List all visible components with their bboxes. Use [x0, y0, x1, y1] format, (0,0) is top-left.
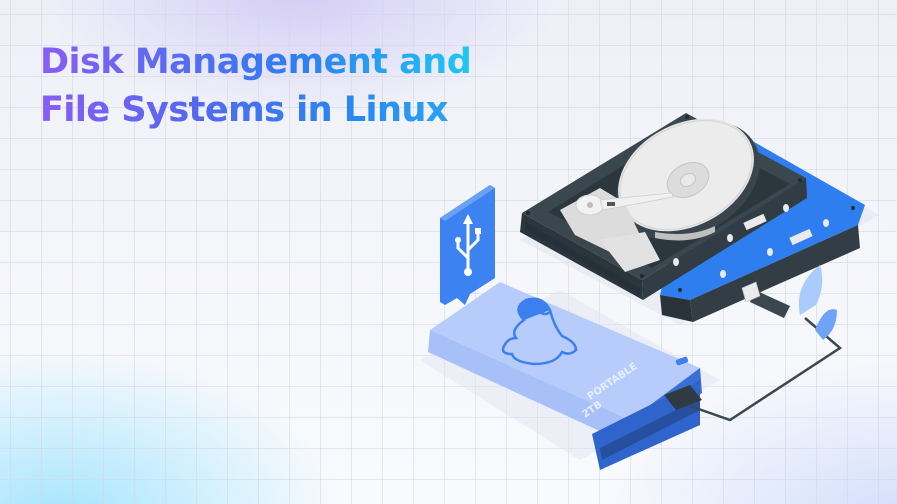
leaf-plant-icon: [798, 265, 837, 340]
usb-symbol-icon: [440, 185, 495, 305]
usb-cable-icon: [664, 281, 843, 422]
title-line-2: File Systems in Linux: [40, 86, 471, 134]
hard-disk-drive-icon: [520, 113, 865, 322]
page-title: Disk Management and File Systems in Linu…: [40, 38, 471, 134]
